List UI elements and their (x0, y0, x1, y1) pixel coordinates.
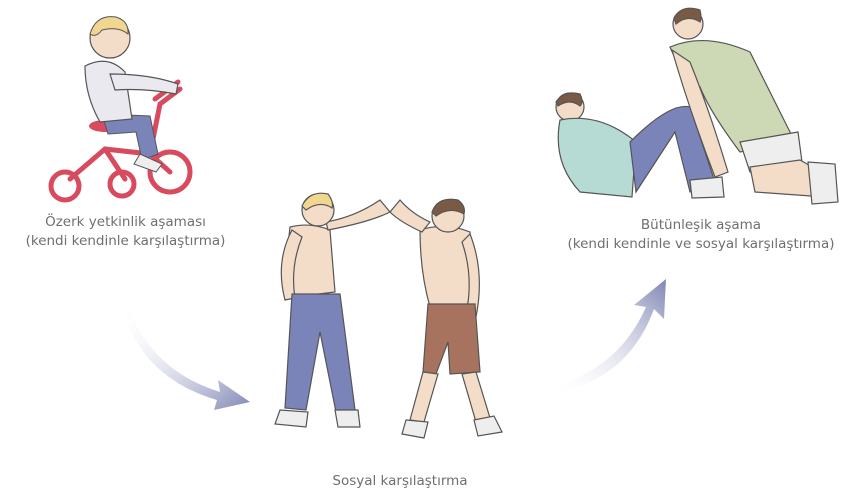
stage-3-subtitle: (kendi kendinle ve sosyal karşılaştırma) (545, 235, 857, 254)
stage-3-caption: Bütünleşik aşama (kendi kendinle ve sosy… (545, 216, 857, 254)
two-boys-flexing-illustration (240, 182, 520, 462)
child-on-tricycle-illustration (30, 4, 210, 204)
right-boy (390, 199, 502, 438)
stage-2-title: Sosyal karşılaştırma (310, 472, 490, 491)
stage-3-title: Bütünleşik aşama (545, 216, 857, 235)
stage-1-title: Özerk yetkinlik aşaması (8, 213, 243, 232)
stage-2-caption: Sosyal karşılaştırma (310, 472, 490, 491)
stage-1-caption: Özerk yetkinlik aşaması (kendi kendinle … (8, 213, 243, 251)
left-boy (275, 193, 390, 427)
progress-arrow-1 (120, 300, 260, 415)
progress-arrow-2 (548, 275, 678, 400)
stage-1-subtitle: (kendi kendinle karşılaştırma) (8, 232, 243, 251)
situp-training-illustration (540, 2, 845, 212)
